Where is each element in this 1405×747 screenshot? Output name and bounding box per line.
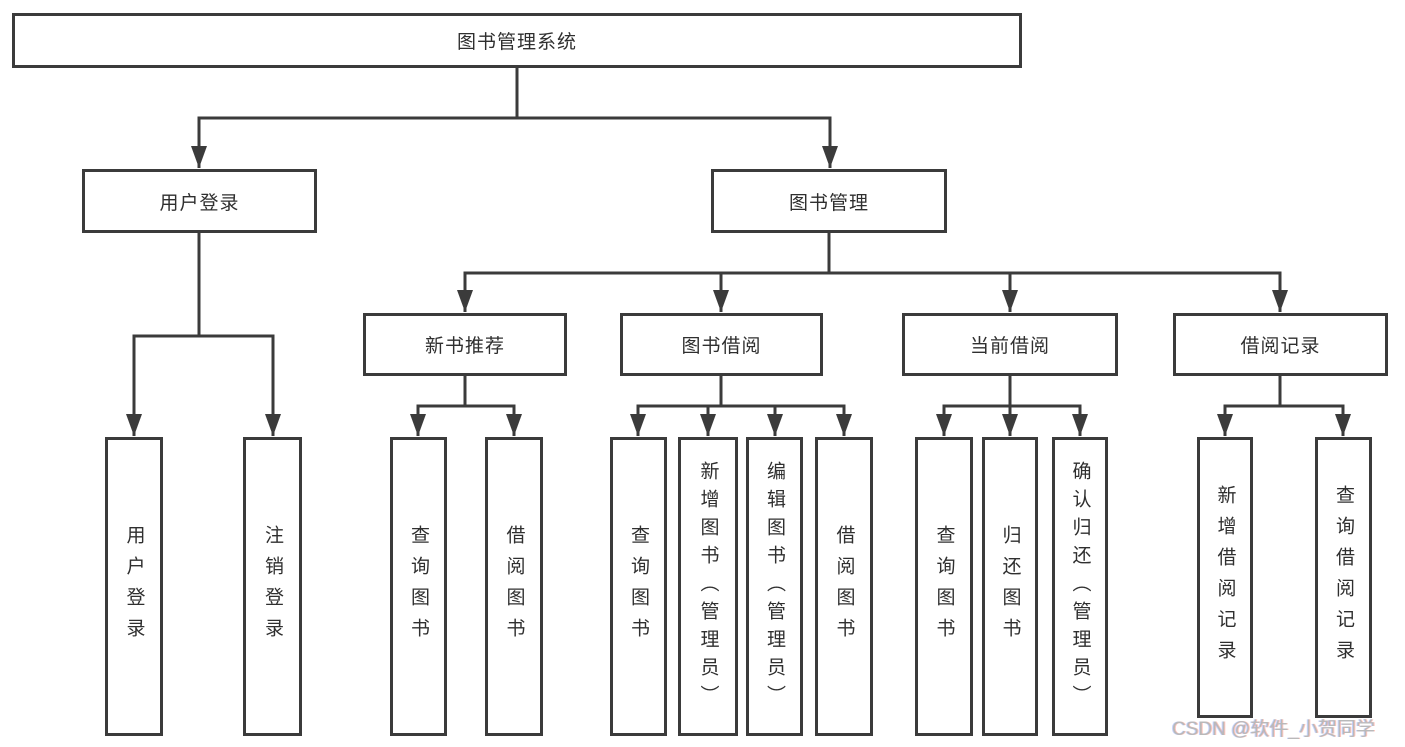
node-book-borrow-label: 图书借阅: [681, 336, 762, 357]
arrowhead: [1072, 414, 1088, 436]
leaf-add-books-admin: 新增图书（管理员）: [678, 437, 738, 736]
arrowhead: [1002, 290, 1018, 312]
csdn-watermark: CSDN @软件_小贺同学: [1172, 719, 1375, 740]
arrowhead: [630, 414, 646, 436]
leaf-query-books-current: 查询图书: [915, 437, 973, 736]
arrowhead: [822, 146, 838, 168]
arrowhead: [1272, 290, 1288, 312]
node-book-management-label: 图书管理: [788, 192, 869, 214]
leaf-query-books-recommend-label: 查询图书: [408, 524, 429, 649]
leaf-borrow-books: 借阅图书: [815, 437, 873, 736]
leaf-return-books: 归还图书: [982, 437, 1038, 736]
connector-borrow-records-branch: [1223, 376, 1345, 436]
arrowhead: [700, 414, 716, 436]
leaf-confirm-return-admin-label: 确认归还（管理员）: [1069, 460, 1091, 713]
arrowhead: [506, 414, 522, 436]
connector-user-login-branch: [132, 233, 275, 436]
leaf-edit-books-admin-label: 编辑图书（管理员）: [764, 460, 785, 713]
leaf-query-books-recommend: 查询图书: [390, 437, 447, 736]
node-book-borrow: 图书借阅: [620, 313, 823, 376]
arrowheads: [126, 146, 1351, 436]
leaf-query-borrow-record-label: 查询借阅记录: [1333, 484, 1354, 671]
leaf-add-borrow-record: 新增借阅记录: [1197, 437, 1253, 718]
leaf-add-books-admin-label: 新增图书（管理员）: [697, 460, 719, 713]
node-current-borrow-label: 当前借阅: [969, 336, 1050, 357]
leaf-logout: 注销登录: [243, 437, 302, 736]
node-root-system-label: 图书管理系统: [456, 32, 577, 53]
arrowhead: [836, 414, 852, 436]
arrowhead: [936, 414, 952, 436]
node-user-login-label: 用户登录: [159, 192, 240, 214]
leaf-confirm-return-admin: 确认归还（管理员）: [1052, 437, 1108, 736]
leaf-borrow-books-label: 借阅图书: [833, 524, 855, 649]
arrowhead: [191, 146, 207, 168]
arrowhead: [457, 290, 473, 312]
node-book-management: 图书管理: [711, 169, 947, 233]
leaf-return-books-label: 归还图书: [999, 524, 1021, 649]
node-borrow-records-label: 借阅记录: [1240, 336, 1321, 357]
node-borrow-records: 借阅记录: [1173, 313, 1388, 376]
node-current-borrow: 当前借阅: [902, 313, 1118, 376]
connector-book-mgmt-branch: [463, 233, 1282, 312]
node-new-book-recommend-label: 新书推荐: [424, 336, 505, 357]
connector-root: [197, 68, 832, 168]
node-user-login: 用户登录: [82, 169, 317, 233]
leaf-borrow-books-recommend: 借阅图书: [485, 437, 543, 736]
connector-new-book-branch: [416, 376, 516, 436]
leaf-logout-label: 注销登录: [262, 524, 283, 649]
leaf-query-books-current-label: 查询图书: [933, 524, 955, 649]
leaf-query-books-borrow: 查询图书: [610, 437, 667, 736]
connector-book-borrow-branch: [636, 376, 846, 436]
node-root-system: 图书管理系统: [12, 13, 1022, 68]
leaf-add-borrow-record-label: 新增借阅记录: [1214, 484, 1236, 671]
leaf-user-login-label: 用户登录: [123, 524, 145, 649]
leaf-borrow-books-recommend-label: 借阅图书: [503, 524, 525, 649]
node-new-book-recommend: 新书推荐: [363, 313, 567, 376]
arrowhead: [713, 290, 729, 312]
arrowhead: [126, 414, 142, 436]
leaf-user-login: 用户登录: [105, 437, 163, 736]
arrowhead: [410, 414, 426, 436]
leaf-edit-books-admin: 编辑图书（管理员）: [746, 437, 803, 736]
leaf-query-borrow-record: 查询借阅记录: [1315, 437, 1372, 718]
arrowhead: [1335, 414, 1351, 436]
arrowhead: [265, 414, 281, 436]
arrowhead: [1002, 414, 1018, 436]
leaf-query-books-borrow-label: 查询图书: [628, 524, 649, 649]
arrowhead: [767, 414, 783, 436]
arrowhead: [1217, 414, 1233, 436]
